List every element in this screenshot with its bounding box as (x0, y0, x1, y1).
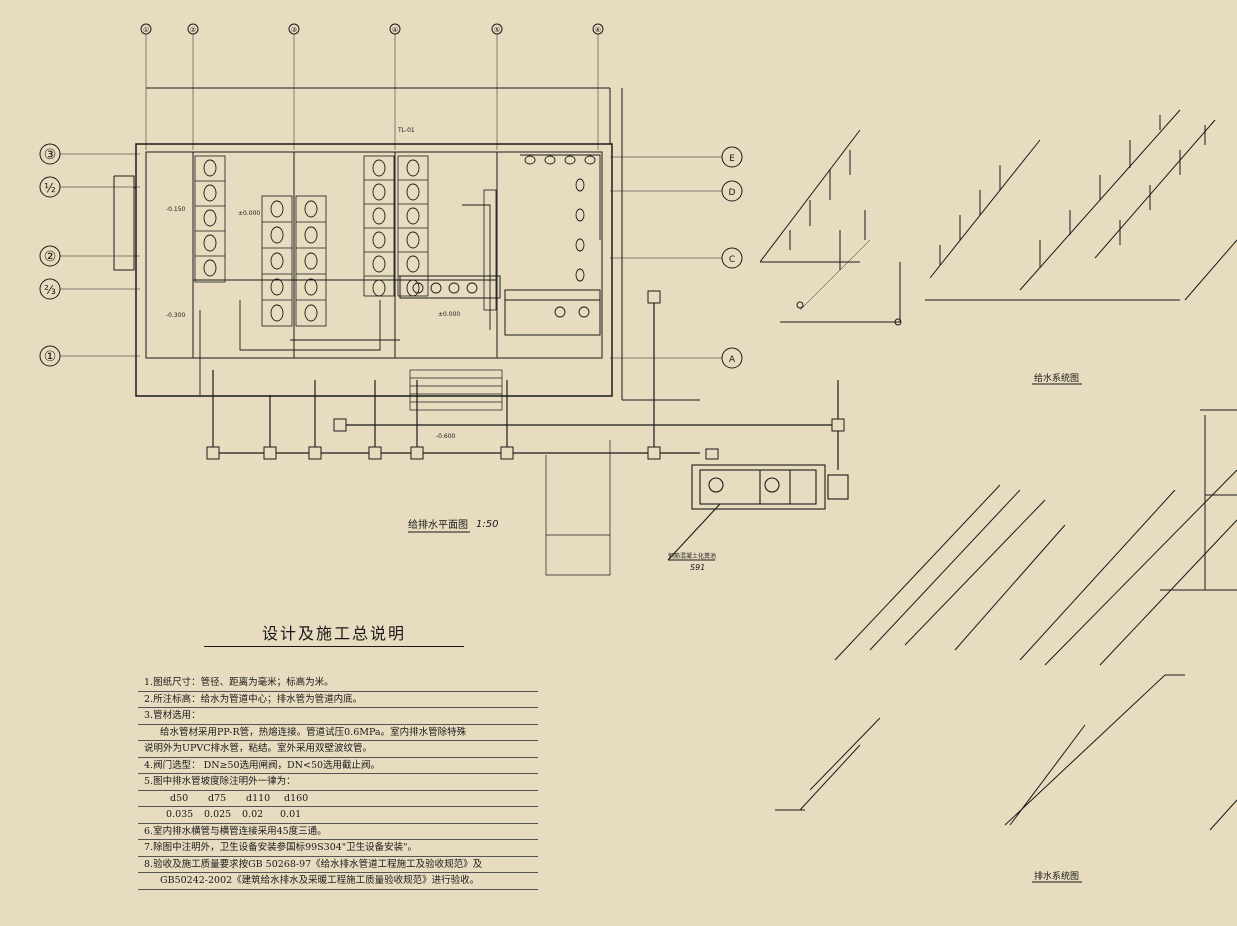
grid-row-e: E (729, 154, 735, 164)
toilet-stalls (194, 155, 497, 327)
pipe-slope: 0.025 (204, 809, 232, 820)
note-line: 说明外为UPVC排水管，粘结。室外采用双壁波纹管。 (138, 741, 538, 758)
note-line: 4.阀门选型： DN≥50选用闸阀，DN<50选用截止阀。 (138, 758, 538, 774)
grid-row-2: ½ (44, 181, 56, 195)
grid-row-c: C (729, 255, 735, 265)
plan-supply-pipes (199, 154, 601, 395)
riser-label: TL-01 (397, 127, 415, 134)
drain-isometric (775, 409, 1237, 831)
elevation-label: -0.300 (166, 312, 186, 319)
grid-col-3: ③ (291, 26, 297, 34)
grid-col-2: ② (190, 26, 196, 34)
pipe-size: d50 (170, 792, 189, 804)
exterior-stair (409, 369, 611, 576)
note-line: 2.所注标高：给水为管道中心；排水管为管道内底。 (138, 692, 538, 708)
grid-col-5: ⑤ (494, 26, 500, 34)
septic-tank (667, 464, 849, 561)
grid-col-4: ④ (392, 26, 398, 34)
design-notes: 设计及施工总说明 1.图纸尺寸：管径、距离为毫米；标高为米。 2.所注标高：给水… (138, 620, 538, 890)
elevation-label: ±0.000 (438, 311, 460, 318)
supply-isometric (759, 109, 1237, 326)
building-outline (113, 87, 700, 401)
elevation-label: ±0.000 (238, 210, 260, 217)
note-line: 3.管材选用： (138, 708, 538, 725)
plan-scale: 1:50 (476, 519, 498, 530)
drain-system-title: 排水系统图 (1034, 870, 1079, 882)
note-line: GB50242-2002《建筑给水排水及采暖工程施工质量验收规范》进行验收。 (138, 873, 538, 890)
pipe-slope: 0.035 (166, 809, 194, 820)
pipe-size-row: d50 d75 d110 d160 (138, 791, 538, 807)
septic-label: 钢筋混凝土化粪池 (668, 552, 716, 560)
plan-title: 给排水平面图 (408, 518, 468, 531)
note-line: 给水管材采用PP-R管，热熔连接。管道试压0.6MPa。室内排水管除特殊 (138, 725, 538, 741)
drain-mains (212, 300, 840, 470)
grid-col-1: ① (143, 26, 149, 34)
notes-title: 设计及施工总说明 (204, 620, 464, 647)
grid-row-d: D (729, 188, 736, 198)
note-line: 5.图中排水管坡度除注明外一律为： (138, 774, 538, 791)
grid-axis-left (39, 143, 140, 367)
pipe-size: d110 (246, 792, 271, 804)
pipe-slope: 0.02 (242, 809, 264, 820)
pipe-slope-row: 0.035 0.025 0.02 0.01 (138, 807, 538, 824)
note-line: 1.图纸尺寸：管径、距离为毫米；标高为米。 (138, 675, 538, 692)
pipe-size: d160 (284, 792, 309, 804)
pipe-slope: 0.01 (280, 809, 302, 820)
note-line: 6.室内排水横管与横管连接采用45度三通。 (138, 824, 538, 840)
note-line: 8.验收及施工质量要求按GB 50268-97《给水排水管道工程施工及验收规范》… (138, 857, 538, 873)
grid-row-5: ① (44, 349, 57, 365)
supply-system-title: 给水系统图 (1034, 372, 1079, 384)
grid-col-6: ⑥ (595, 26, 601, 34)
grid-row-1: ③ (44, 147, 57, 163)
grid-row-a: A (729, 355, 736, 365)
notes-list: 1.图纸尺寸：管径、距离为毫米；标高为米。 2.所注标高：给水为管道中心；排水管… (138, 675, 538, 890)
elevation-label: -0.150 (166, 206, 186, 213)
grid-row-4: ⅔ (44, 283, 56, 297)
grid-axis-top (140, 23, 604, 150)
pipe-size: d75 (208, 792, 227, 804)
elevation-label: -0.600 (436, 433, 456, 440)
toilet-fixtures (203, 155, 596, 322)
note-line: 7.除图中注明外，卫生设备安装参国标99S304"卫生设备安装"。 (138, 840, 538, 857)
septic-ref: S91 (690, 563, 705, 572)
grid-row-3: ② (44, 249, 57, 265)
grid-axis-right (610, 146, 743, 369)
inspection-wells (206, 290, 845, 460)
